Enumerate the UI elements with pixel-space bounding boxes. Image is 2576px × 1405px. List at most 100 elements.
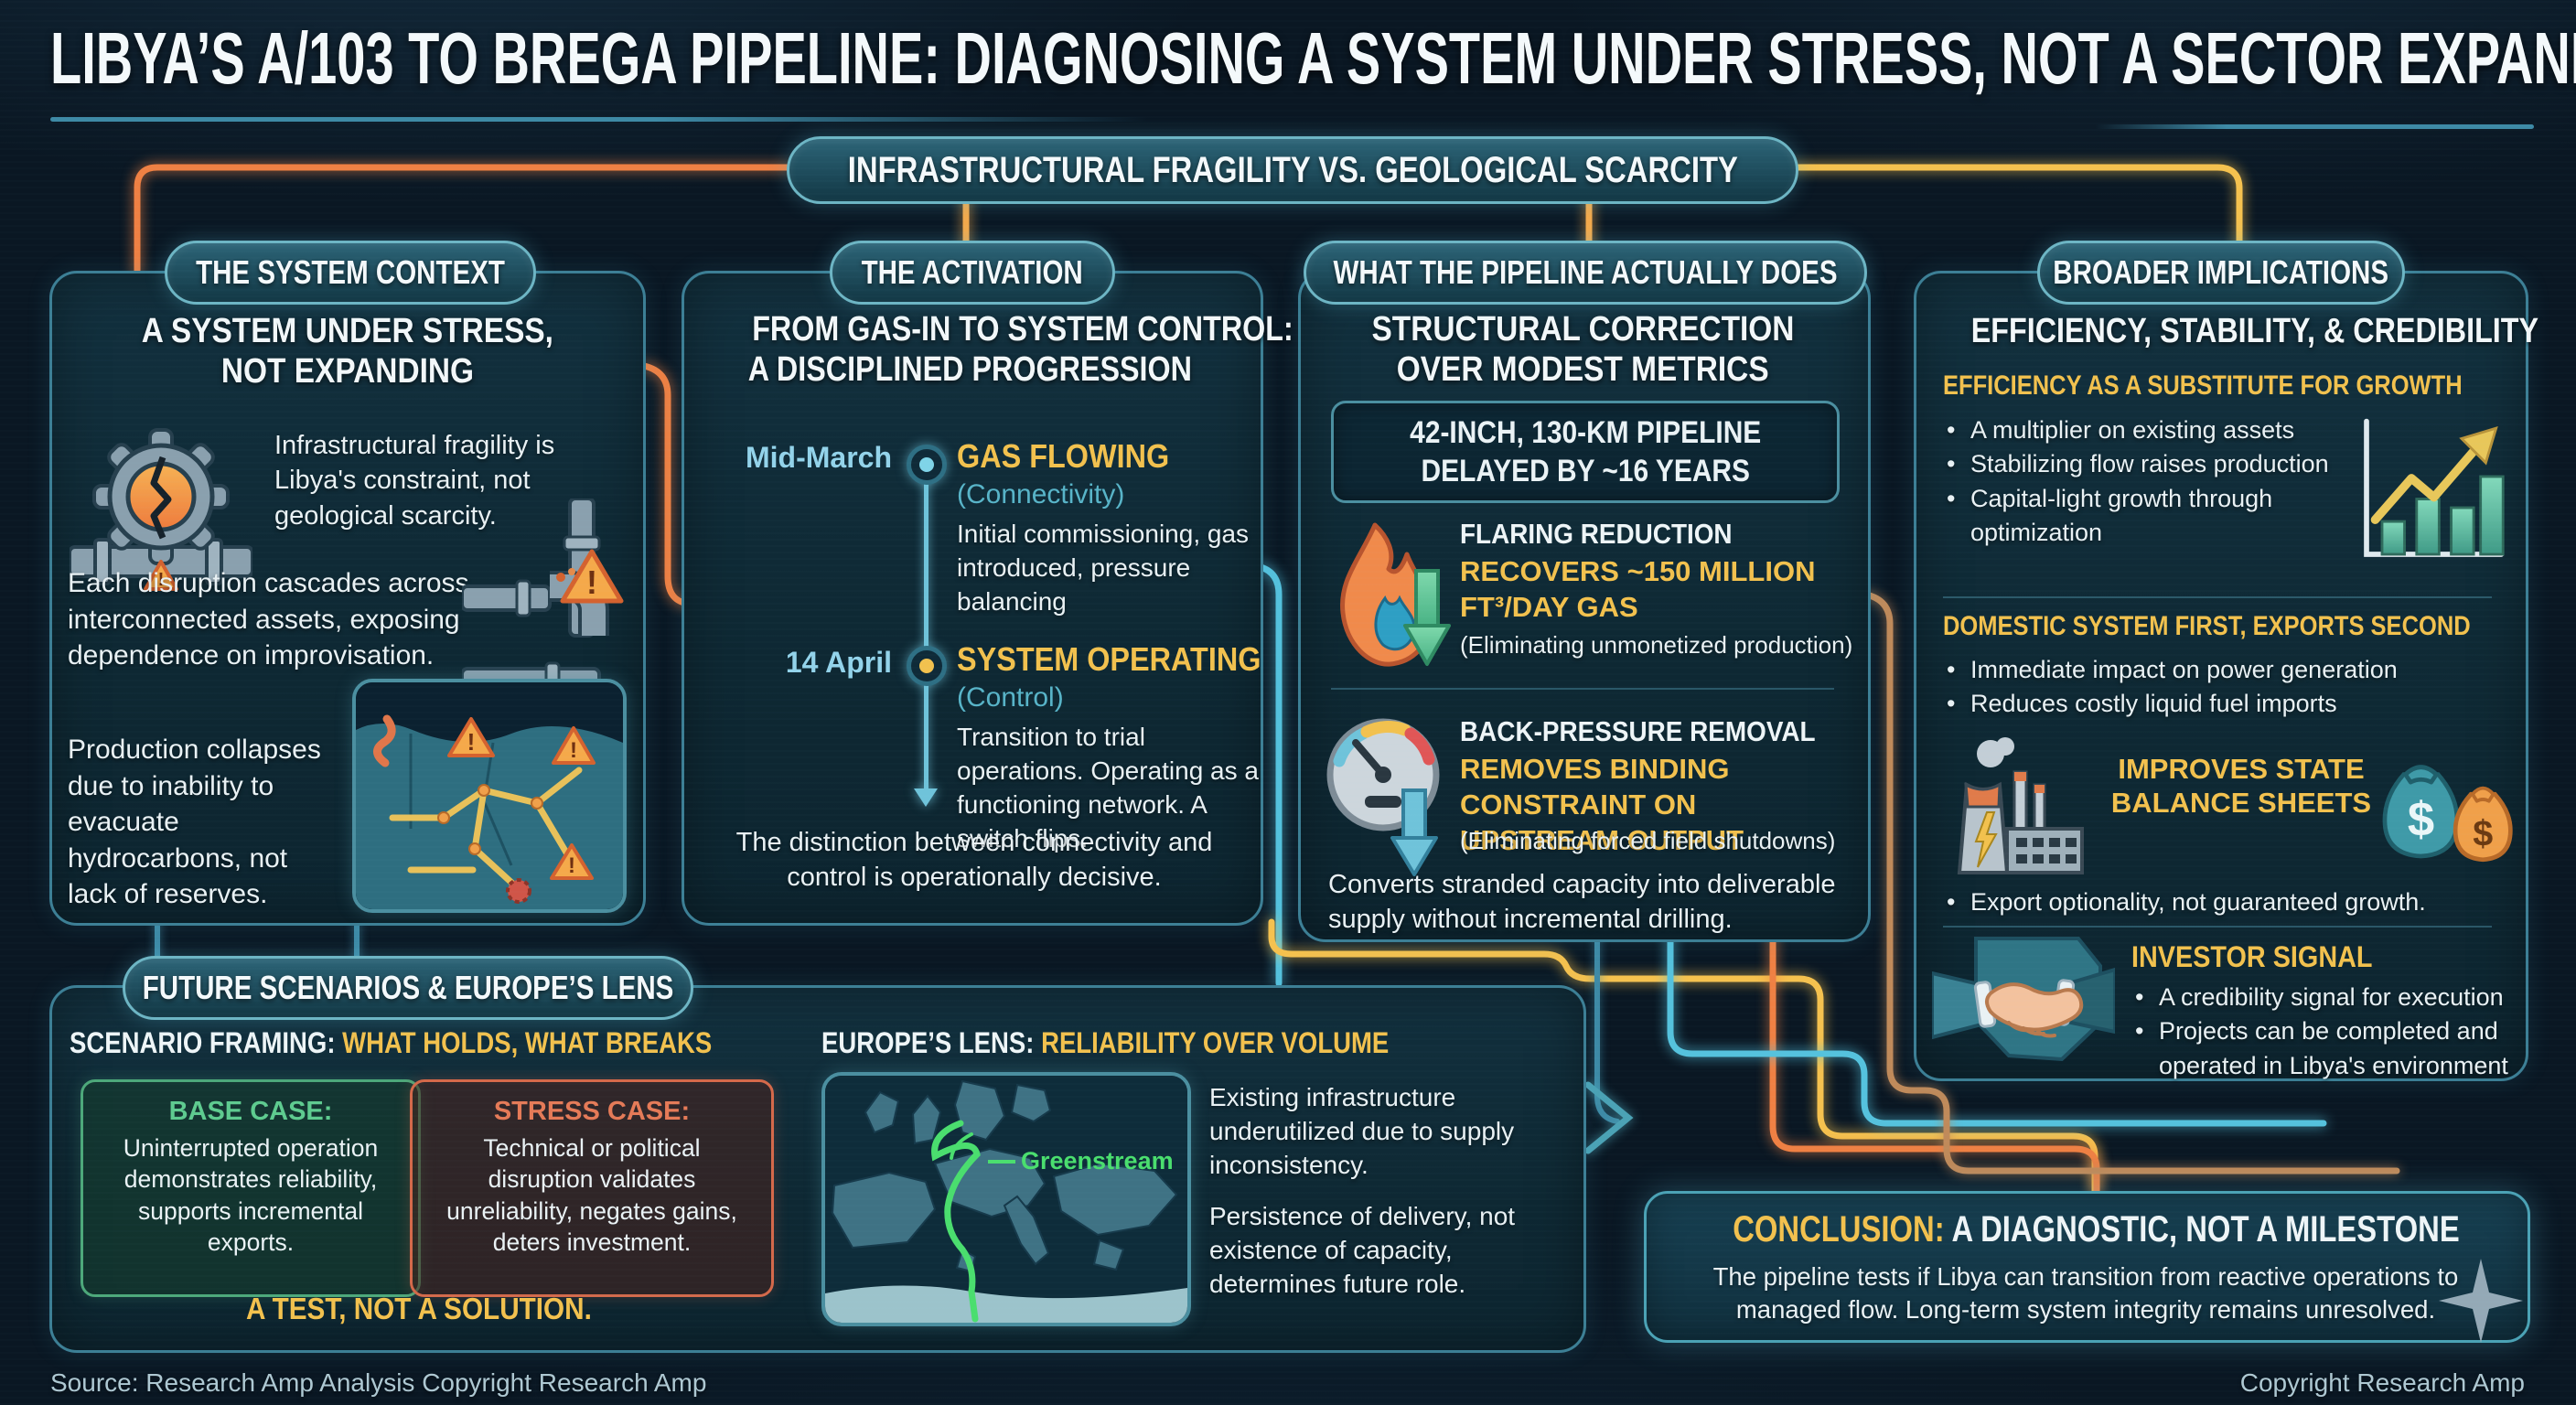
context-point-3: Production collapses due to inability to…	[68, 735, 321, 910]
wire-context-to-activation	[640, 362, 693, 607]
svg-text:!: !	[467, 728, 476, 756]
context-point-2: Each disruption cascades across intercon…	[68, 568, 469, 671]
pill-pipeline-function: WHAT THE PIPELINE ACTUALLY DOES	[1304, 241, 1867, 305]
handshake-map-icon	[1932, 937, 2115, 1062]
wire-cyan-lower	[1667, 933, 2327, 1127]
base-case-body: Uninterrupted operation demonstrates rel…	[123, 1134, 379, 1257]
efficiency-bullets: A multiplier on existing assets Stabiliz…	[1943, 413, 2345, 550]
bullet: Immediate impact on power generation	[1943, 653, 2492, 688]
timeline-node-1	[907, 445, 947, 485]
metric-line-2: DELAYED BY ~16 YEARS	[1421, 454, 1750, 488]
timeline-line	[924, 462, 928, 791]
timeline-date-1: Mid-March	[746, 441, 892, 474]
wire-banner-to-context	[134, 164, 792, 278]
scenario-verdict: A TEST, NOT A SOLUTION.	[246, 1292, 592, 1325]
timeline-title-2: SYSTEM OPERATING	[957, 640, 1261, 678]
timeline-subtitle-1: (Connectivity)	[957, 479, 1125, 509]
conclusion-title: CONCLUSION: A DIAGNOSTIC, NOT A MILESTON…	[1733, 1209, 2460, 1249]
title-divider-left	[50, 117, 1148, 122]
domestic-bullets: Immediate impact on power generation Red…	[1943, 653, 2492, 722]
implications-sub-2: DOMESTIC SYSTEM FIRST, EXPORTS SECOND	[1943, 611, 2471, 641]
stress-case-title: STRESS CASE:	[493, 1097, 691, 1126]
pipeline-heading: STRUCTURAL CORRECTION OVER MODEST METRIC…	[1371, 310, 1794, 390]
broken-gear-pipe-icon: !	[70, 428, 252, 591]
wire-banner-to-implications	[1787, 164, 2243, 260]
bullet: A credibility signal for execution	[2131, 981, 2516, 1015]
activation-heading: FROM GAS-IN TO SYSTEM CONTROL: A DISCIPL…	[747, 310, 1293, 390]
flaring-title: FLARING REDUCTION	[1460, 518, 1733, 550]
pill-system-context: THE SYSTEM CONTEXT	[165, 241, 536, 305]
panel-conclusion	[1644, 1191, 2530, 1343]
four-point-star-icon	[2439, 1259, 2523, 1343]
pill-system-context-label: THE SYSTEM CONTEXT	[196, 253, 505, 291]
pill-broader-implications: BROADER IMPLICATIONS	[2037, 241, 2405, 305]
europe-para-1: Existing infrastructure underutilized du…	[1209, 1083, 1515, 1179]
investor-title: INVESTOR SIGNAL	[2131, 940, 2373, 973]
page-title: LIBYA’S A/103 TO BREGA PIPELINE: DIAGNOS…	[50, 17, 2576, 99]
base-case-box: BASE CASE: Uninterrupted operation demon…	[80, 1079, 421, 1297]
chevron-right-icon	[1584, 1081, 1634, 1154]
rising-bar-chart-icon	[2364, 418, 2505, 557]
scenario-heading: SCENARIO FRAMING: WHAT HOLDS, WHAT BREAK…	[70, 1026, 713, 1059]
panel-activation	[682, 271, 1263, 926]
pipeline-footer: Converts stranded capacity into delivera…	[1328, 870, 1836, 935]
libya-pipeline-map: ! ! !	[352, 679, 627, 913]
base-case-title: BASE CASE:	[168, 1097, 333, 1126]
pill-activation: THE ACTIVATION	[830, 241, 1115, 305]
pill-activation-label: THE ACTIVATION	[861, 253, 1084, 291]
bullet: Projects can be completed and operated i…	[2131, 1014, 2516, 1083]
implications-sub-1: EFFICIENCY AS A SUBSTITUTE FOR GROWTH	[1943, 370, 2463, 401]
timeline-date-2: 14 April	[785, 646, 892, 679]
export-bullet: Export optionality, not guaranteed growt…	[1943, 885, 2492, 920]
europe-para-2: Persistence of delivery, not existence o…	[1209, 1202, 1516, 1298]
banner-label: INFRASTRUCTURAL FRAGILITY VS. GEOLOGICAL…	[847, 149, 1738, 190]
pressure-title: BACK-PRESSURE REMOVAL	[1460, 715, 1816, 747]
svg-text:$: $	[2473, 814, 2493, 854]
pressure-note: (Eliminating forced field shutdowns)	[1460, 827, 1836, 854]
flaring-accent: RECOVERS ~150 MILLION FT³/DAY GAS	[1460, 555, 1816, 623]
implications-divider-1	[1943, 596, 2492, 598]
bullet: Stabilizing flow raises production	[1943, 447, 2345, 482]
balance-sheets-callout: IMPROVES STATE BALANCE SHEETS	[2110, 753, 2372, 820]
pipeline-metric-box: 42-INCH, 130-KM PIPELINE DELAYED BY ~16 …	[1331, 401, 1840, 503]
wire-tan	[1862, 591, 2400, 1174]
timeline-node-2	[907, 646, 947, 686]
pill-broader-implications-label: BROADER IMPLICATIONS	[2053, 253, 2389, 291]
investor-bullets: A credibility signal for execution Proje…	[2131, 981, 2516, 1083]
metric-line-1: 42-INCH, 130-KM PIPELINE	[1409, 414, 1762, 450]
damaged-pipes-warning-icon: !	[462, 499, 624, 700]
timeline-body-1: Initial commissioning, gas introduced, p…	[957, 520, 1250, 616]
pressure-accent: REMOVES BINDING CONSTRAINT ON UPSTREAM O…	[1460, 753, 1744, 856]
title-divider-right	[2095, 124, 2534, 129]
footer-source: Source: Research Amp Analysis Copyright …	[50, 1368, 707, 1397]
flame-down-arrow-icon	[1340, 522, 1451, 667]
bullet: Capital-light growth through optimizatio…	[1943, 482, 2345, 551]
greenstream-label: Greenstream	[1021, 1147, 1174, 1174]
banner-infrastructural-fragility: INFRASTRUCTURAL FRAGILITY VS. GEOLOGICAL…	[787, 136, 1798, 204]
conclusion-body: The pipeline tests if Libya can transiti…	[1712, 1262, 2459, 1325]
wire-pipeline-to-conclusion	[1769, 933, 2100, 1195]
europe-greenstream-map: Greenstream	[821, 1072, 1191, 1326]
money-bags-icon: $ $	[2382, 765, 2513, 863]
stress-case-body: Technical or political disruption valida…	[446, 1134, 737, 1257]
timeline-subtitle-2: (Control)	[957, 682, 1064, 713]
timeline-body-2: Transition to trial operations. Operatin…	[957, 723, 1259, 853]
wire-yellow-long	[1268, 918, 2098, 1195]
svg-text:!: !	[568, 853, 575, 878]
pill-future-scenarios: FUTURE SCENARIOS & EUROPE’S LENS	[123, 956, 693, 1020]
footer-copyright: Copyright Research Amp	[2239, 1368, 2525, 1397]
context-heading: A SYSTEM UNDER STRESS, NOT EXPANDING	[141, 312, 554, 391]
implications-divider-2	[1943, 926, 2492, 928]
bullet: Reduces costly liquid fuel imports	[1943, 687, 2492, 722]
wire-activation-gap	[1257, 563, 1283, 987]
activation-footer: The distinction between connectivity and…	[735, 828, 1213, 893]
timeline-arrow-icon	[914, 788, 938, 807]
bullet: Export optionality, not guaranteed growt…	[1943, 885, 2492, 920]
power-plant-icon	[1957, 737, 2084, 874]
svg-text:!: !	[570, 738, 577, 763]
pipeline-divider	[1331, 688, 1834, 690]
svg-text:$: $	[2408, 792, 2434, 846]
context-point-1: Infrastructural fragility is Libya's con…	[274, 431, 555, 531]
